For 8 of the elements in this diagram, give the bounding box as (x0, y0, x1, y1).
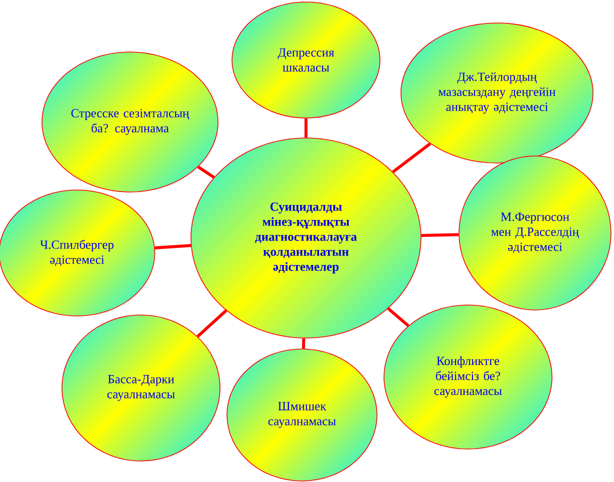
connector-line (302, 338, 306, 349)
connector-line (304, 118, 308, 138)
connector-line (421, 233, 459, 237)
connector-line (196, 309, 228, 338)
connector-line (387, 307, 410, 327)
connector-line (392, 142, 432, 174)
connector-line (154, 244, 192, 250)
connector-line (197, 166, 215, 179)
